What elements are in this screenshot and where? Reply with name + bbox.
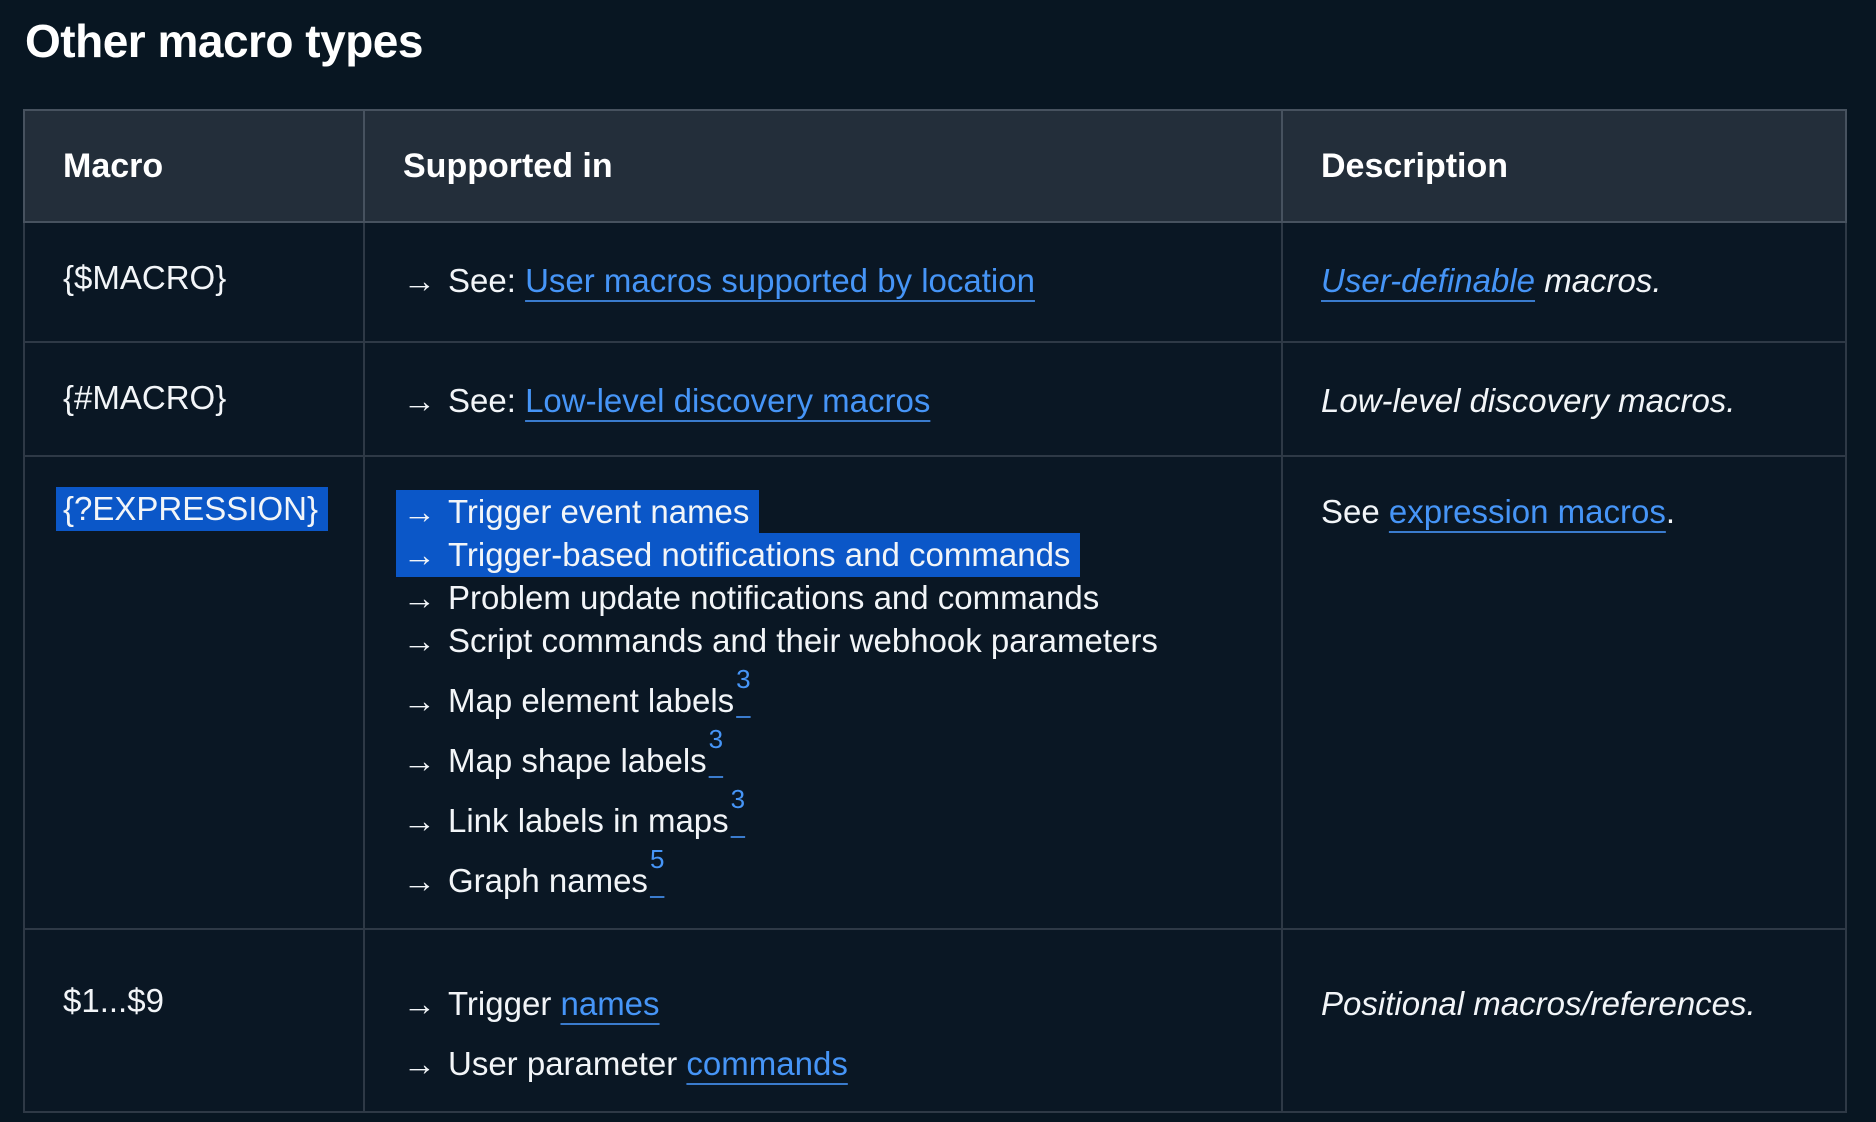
supported-item: → See: User macros supported by location bbox=[403, 259, 1255, 302]
selected-text: → Trigger-based notifications and command… bbox=[396, 533, 1081, 577]
supported-item: → Link labels in maps3 bbox=[403, 786, 1255, 842]
description-cell: Positional macros/references. bbox=[1281, 928, 1847, 1113]
arrow-icon: → bbox=[403, 1045, 436, 1082]
selected-text: → Trigger event names bbox=[396, 490, 760, 534]
supported-item: → Map shape labels3 bbox=[403, 726, 1255, 782]
macro-name: {#MACRO} bbox=[63, 379, 227, 416]
description-text: Low-level discovery macros. bbox=[1321, 382, 1736, 419]
header-macro: Macro bbox=[23, 109, 365, 223]
footnote-link[interactable]: 3 bbox=[734, 666, 750, 719]
footnote-number[interactable]: 3 bbox=[708, 724, 724, 754]
macro-cell: {$MACRO} bbox=[23, 221, 365, 343]
table-row: $1...$9 → Trigger names → User parameter c… bbox=[23, 928, 1847, 1113]
table-row: {?EXPRESSION} → Trigger event names → Trig… bbox=[23, 455, 1847, 930]
header-description: Description bbox=[1281, 109, 1847, 223]
supported-item-label: Trigger-based notifications and commands bbox=[448, 536, 1071, 573]
supported-in-cell: → Trigger names → User parameter commands bbox=[363, 928, 1283, 1113]
table-row: {$MACRO} → See: User macros supported by … bbox=[23, 221, 1847, 343]
supported-item-label: Map shape labels bbox=[448, 742, 707, 779]
supported-item-label: Graph names bbox=[448, 862, 648, 899]
supported-item-label: Script commands and their webhook parame… bbox=[448, 622, 1158, 659]
footnote-number[interactable]: 3 bbox=[730, 784, 746, 814]
user-parameter-commands-link[interactable]: commands bbox=[686, 1045, 848, 1082]
footnote-link[interactable]: 3 bbox=[707, 726, 723, 779]
supported-item-label: Trigger bbox=[448, 985, 552, 1022]
supported-item: → Problem update notifications and comman… bbox=[403, 576, 1255, 619]
description-text: . bbox=[1665, 493, 1676, 530]
macro-types-table: Macro Supported in Description {$MACRO} … bbox=[23, 109, 1847, 1113]
arrow-icon: → bbox=[403, 985, 436, 1022]
macro-cell: {?EXPRESSION} bbox=[23, 455, 365, 930]
supported-item: → Trigger names bbox=[403, 982, 1255, 1025]
arrow-icon: → bbox=[403, 262, 436, 299]
supported-item-label: User parameter bbox=[448, 1045, 678, 1082]
supported-item-label: Map element labels bbox=[448, 682, 735, 719]
macro-cell: $1...$9 bbox=[23, 928, 365, 1113]
supported-item: → See: Low-level discovery macros bbox=[403, 379, 1255, 422]
supported-item-label: Trigger event names bbox=[448, 493, 750, 530]
arrow-icon: → bbox=[403, 622, 436, 659]
supported-item: → Graph names5 bbox=[403, 846, 1255, 902]
expression-macros-link[interactable]: expression macros bbox=[1388, 493, 1666, 530]
description-text: macros. bbox=[1535, 262, 1662, 299]
macro-name: {?EXPRESSION} bbox=[63, 490, 318, 527]
trigger-names-link[interactable]: names bbox=[560, 985, 660, 1022]
table-header-row: Macro Supported in Description bbox=[23, 109, 1847, 223]
supported-item: → Trigger event names bbox=[396, 490, 1255, 534]
description-cell: User-definable macros. bbox=[1281, 221, 1847, 343]
supported-item: → User parameter commands bbox=[403, 1042, 1255, 1085]
description-text: See bbox=[1321, 493, 1380, 530]
arrow-icon: → bbox=[403, 862, 436, 899]
macro-name-selected: {?EXPRESSION} bbox=[56, 487, 328, 531]
footnote-link[interactable]: 3 bbox=[729, 786, 745, 839]
macro-types-table-wrap: Macro Supported in Description {$MACRO} … bbox=[23, 109, 1847, 1113]
supported-item: → Script commands and their webhook param… bbox=[403, 619, 1255, 662]
supported-in-cell: → See: Low-level discovery macros bbox=[363, 341, 1283, 457]
user-definable-link[interactable]: User-definable bbox=[1321, 262, 1536, 299]
macro-cell: {#MACRO} bbox=[23, 341, 365, 457]
footnote-number[interactable]: 3 bbox=[736, 664, 751, 694]
supported-in-cell: → See: User macros supported by location bbox=[363, 221, 1283, 343]
see-prefix: See: bbox=[448, 262, 516, 299]
macro-name: {$MACRO} bbox=[63, 259, 227, 296]
supported-item: → Map element labels3 bbox=[403, 666, 1255, 722]
arrow-icon: → bbox=[403, 579, 436, 616]
supported-item-label: Problem update notifications and command… bbox=[448, 579, 1100, 616]
description-cell: Low-level discovery macros. bbox=[1281, 341, 1847, 457]
description-cell: See expression macros. bbox=[1281, 455, 1847, 930]
table-row: {#MACRO} → See: Low-level discovery macro… bbox=[23, 341, 1847, 457]
header-supported-in: Supported in bbox=[363, 109, 1283, 223]
supported-item: → Trigger-based notifications and command… bbox=[396, 533, 1255, 577]
arrow-icon: → bbox=[403, 802, 436, 839]
description-text: Positional macros/references. bbox=[1321, 985, 1756, 1022]
footnote-link[interactable]: 5 bbox=[648, 846, 664, 899]
page-title: Other macro types bbox=[25, 15, 423, 67]
footnote-number[interactable]: 5 bbox=[649, 844, 665, 874]
arrow-icon: → bbox=[403, 536, 436, 573]
supported-item-label: Link labels in maps bbox=[448, 802, 729, 839]
arrow-icon: → bbox=[403, 382, 436, 419]
lld-macros-link[interactable]: Low-level discovery macros bbox=[525, 382, 931, 419]
arrow-icon: → bbox=[403, 682, 436, 719]
arrow-icon: → bbox=[403, 742, 436, 779]
see-prefix: See: bbox=[448, 382, 516, 419]
arrow-icon: → bbox=[403, 493, 436, 530]
macro-name: $1...$9 bbox=[63, 982, 164, 1019]
user-macros-location-link[interactable]: User macros supported by location bbox=[525, 262, 1035, 299]
supported-in-cell: → Trigger event names → Trigger-based noti… bbox=[363, 455, 1283, 930]
